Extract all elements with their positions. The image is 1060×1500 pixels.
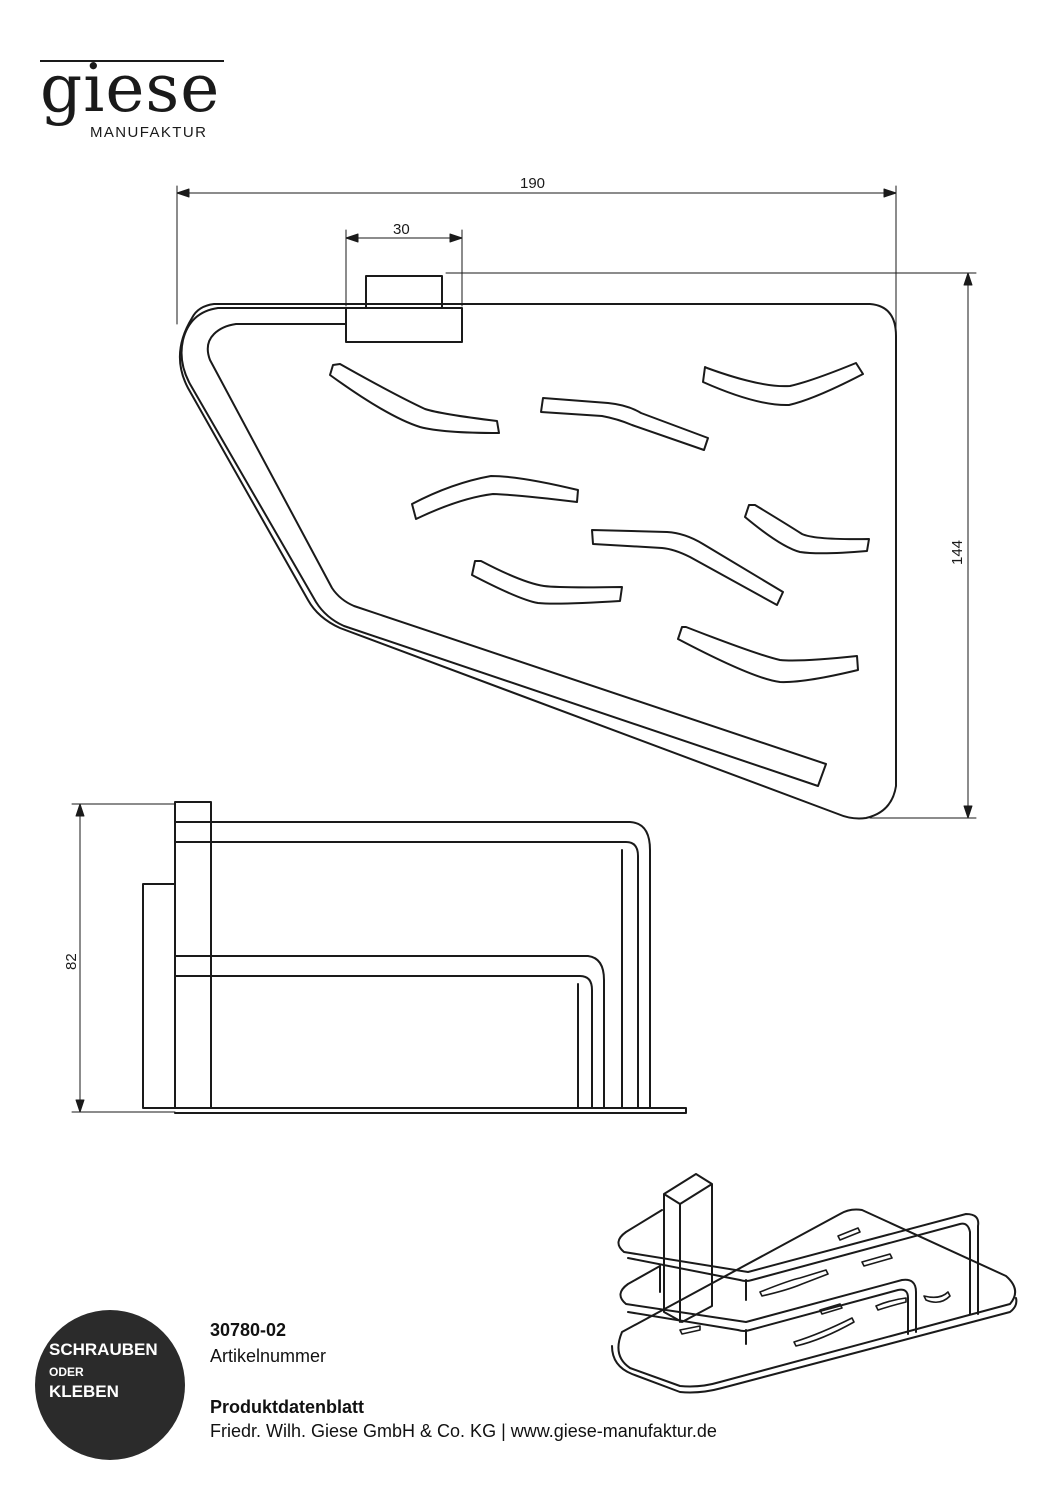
article-number-label: Artikelnummer [210,1346,327,1366]
top-view-mount-block [345,307,463,343]
drain-slot [744,504,870,555]
top-view-mount-cap [365,275,443,309]
drain-slot [329,363,500,434]
top-view-rail-outline [180,307,827,787]
top-view [176,185,977,820]
perspective-mount [663,1173,713,1323]
drain-slot [591,529,784,606]
top-view-drain-slots [329,362,870,684]
logo-subtitle: MANUFAKTUR [90,124,208,141]
side-view [71,801,687,1114]
drain-slot [819,1303,843,1315]
perspective-upper-rail [617,1209,980,1315]
drain-slot [875,1297,907,1311]
drain-slot [679,1325,701,1335]
drain-slot [411,475,579,520]
badge-line-2: ODER [49,1365,84,1379]
perspective-view [611,1173,1018,1394]
logo-wordmark: giese [40,50,221,127]
side-view-upper-rail [174,821,651,1109]
drain-slot [540,397,709,451]
dimension-width-label: 190 [520,175,545,192]
dimension-mount-width-label: 30 [393,221,410,238]
side-view-base-plate [174,1107,687,1114]
top-view-dimensions [176,185,977,819]
badge-line-3: KLEBEN [49,1382,119,1401]
mounting-badge: SCHRAUBEN ODER KLEBEN [35,1310,185,1460]
drain-slot [759,1269,829,1297]
perspective-base-plate [617,1208,1017,1388]
drain-slot [702,362,864,407]
dimension-depth-label: 144 [949,540,966,565]
drain-slot [861,1253,893,1267]
top-view-plate-outline [178,303,897,820]
side-view-dimensions [71,803,176,1113]
logo-rule [40,60,224,62]
side-view-lower-rail [174,955,605,1109]
side-view-wall-plate [142,883,176,1109]
drain-slot [923,1291,951,1304]
dimension-height-label: 82 [63,953,80,970]
article-number: 30780-02 [210,1320,287,1340]
perspective-lower-rail [619,1265,917,1335]
badge-line-1: SCHRAUBEN [49,1340,158,1359]
drain-slot [837,1227,861,1241]
company-line: Friedr. Wilh. Giese GmbH & Co. KG | www.… [210,1421,717,1441]
brand-logo: giese MANUFAKTUR [40,52,230,148]
perspective-base-plate-edge [611,1297,1018,1394]
perspective-rail-leg [659,1265,747,1345]
drain-slot [793,1317,855,1347]
sheet-title: Produktdatenblatt [210,1397,365,1417]
drain-slot [677,626,859,684]
drain-slot [471,560,623,605]
perspective-drain-slots [679,1227,951,1347]
